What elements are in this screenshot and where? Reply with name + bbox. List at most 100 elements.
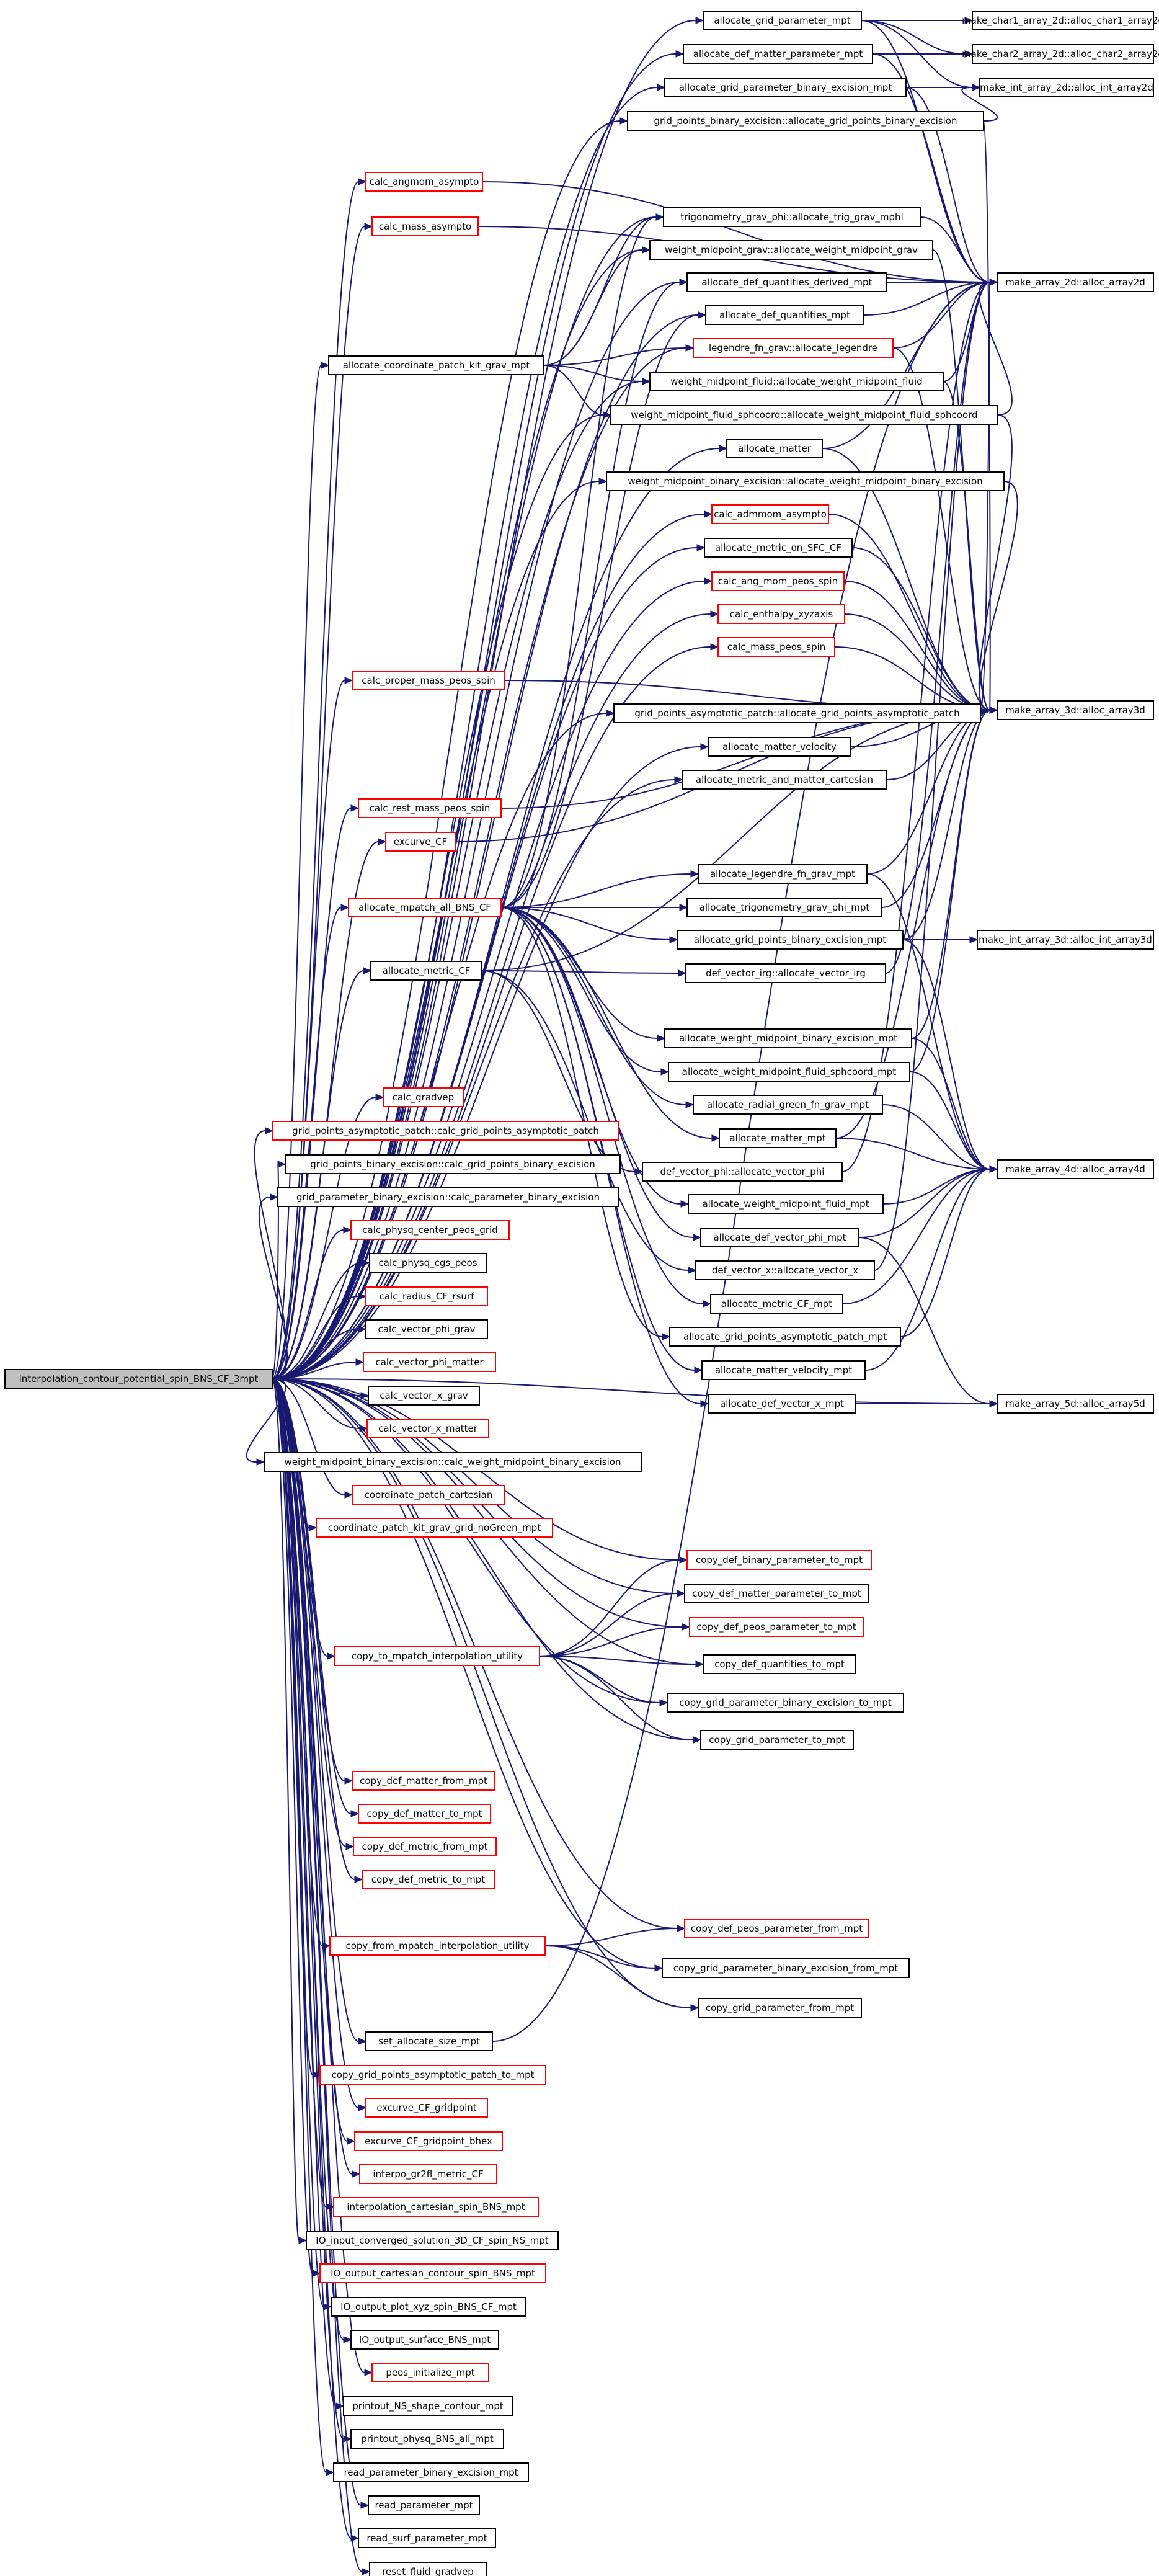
function-node[interactable]: weight_midpoint_fluid_sphcoord::allocate… (610, 405, 998, 425)
function-node[interactable]: excurve_CF_gridpoint (365, 2098, 488, 2118)
function-node[interactable]: allocate_matter_mpt (719, 1128, 837, 1148)
function-node[interactable]: allocate_def_quantities_derived_mpt (686, 272, 887, 292)
function-node[interactable]: grid_points_binary_excision::calc_grid_p… (285, 1154, 621, 1174)
function-node[interactable]: read_surf_parameter_mpt (358, 2528, 496, 2548)
function-node[interactable]: allocate_legendre_fn_grav_mpt (698, 864, 868, 884)
function-node[interactable]: make_char2_array_2d::alloc_char2_array2d (962, 44, 1159, 64)
function-node[interactable]: copy_def_binary_parameter_to_mpt (686, 1550, 872, 1570)
function-node[interactable]: weight_midpoint_fluid::allocate_weight_m… (649, 372, 944, 391)
function-node[interactable]: copy_grid_points_asymptotic_patch_to_mpt (319, 2065, 546, 2085)
function-node[interactable]: calc_proper_mass_peos_spin (352, 671, 505, 690)
function-node[interactable]: allocate_def_vector_x_mpt (708, 1394, 856, 1414)
function-node[interactable]: def_vector_phi::allocate_vector_phi (642, 1162, 843, 1182)
function-node[interactable]: copy_def_matter_from_mpt (352, 1771, 495, 1791)
function-node[interactable]: calc_physq_center_peos_grid (350, 1220, 510, 1240)
function-node[interactable]: interpolation_cartesian_spin_BNS_mpt (333, 2197, 539, 2217)
function-node[interactable]: make_array_4d::alloc_array4d (997, 1159, 1154, 1179)
function-node[interactable]: peos_initialize_mpt (371, 2363, 489, 2382)
function-node[interactable]: calc_enthalpy_xyzaxis (717, 604, 845, 624)
function-node[interactable]: allocate_metric_on_SFC_CF (704, 538, 853, 558)
function-node[interactable]: calc_physq_cgs_peos (369, 1253, 487, 1273)
function-node[interactable]: calc_angmom_asympto (365, 172, 483, 192)
function-node[interactable]: make_char1_array_2d::alloc_char1_array2d (962, 11, 1159, 30)
function-node[interactable]: grid_points_asymptotic_patch::allocate_g… (613, 703, 981, 723)
function-node[interactable]: weight_midpoint_binary_excision::calc_we… (264, 1452, 642, 1472)
function-node[interactable]: copy_grid_parameter_from_mpt (698, 1998, 862, 2018)
function-node[interactable]: copy_grid_parameter_binary_excision_from… (662, 1958, 910, 1978)
function-node[interactable]: copy_def_quantities_to_mpt (703, 1654, 856, 1674)
function-node[interactable]: IO_output_surface_BNS_mpt (350, 2330, 499, 2350)
function-node[interactable]: grid_parameter_binary_excision::calc_par… (277, 1187, 619, 1207)
function-node[interactable]: interpo_gr2fl_metric_CF (359, 2164, 497, 2184)
function-node[interactable]: allocate_weight_midpoint_fluid_mpt (688, 1194, 884, 1214)
function-node[interactable]: legendre_fn_grav::allocate_legendre (693, 338, 894, 358)
function-node[interactable]: copy_def_metric_to_mpt (362, 1870, 495, 1889)
function-node[interactable]: trigonometry_grav_phi::allocate_trig_gra… (663, 207, 921, 227)
function-node[interactable]: copy_to_mpatch_interpolation_utility (334, 1646, 540, 1666)
function-node[interactable]: allocate_grid_parameter_binary_excision_… (664, 78, 907, 97)
function-node[interactable]: calc_admmom_asympto (711, 504, 829, 524)
function-node[interactable]: make_array_5d::alloc_array5d (997, 1394, 1154, 1414)
function-node[interactable]: set_allocate_size_mpt (365, 2031, 493, 2051)
function-node[interactable]: allocate_grid_parameter_mpt (703, 11, 862, 30)
function-node[interactable]: allocate_weight_midpoint_fluid_sphcoord_… (668, 1062, 910, 1082)
function-node[interactable]: def_vector_irg::allocate_vector_irg (685, 963, 886, 983)
function-node[interactable]: copy_grid_parameter_to_mpt (700, 1730, 854, 1750)
function-node[interactable]: copy_def_peos_parameter_to_mpt (689, 1617, 864, 1637)
function-node[interactable]: make_int_array_3d::alloc_int_array3d (977, 930, 1154, 950)
function-node[interactable]: copy_grid_parameter_binary_excision_to_m… (667, 1693, 904, 1713)
function-node[interactable]: copy_def_matter_parameter_to_mpt (684, 1584, 869, 1603)
function-node[interactable]: grid_points_asymptotic_patch::calc_grid_… (272, 1121, 619, 1141)
function-node[interactable]: allocate_matter (726, 439, 823, 458)
function-node[interactable]: coordinate_patch_cartesian (352, 1485, 505, 1505)
function-node[interactable]: calc_mass_asympto (371, 216, 479, 236)
function-node[interactable]: read_parameter_binary_excision_mpt (333, 2462, 529, 2482)
function-node[interactable]: calc_mass_peos_spin (717, 637, 835, 657)
function-node[interactable]: calc_vector_phi_grav (365, 1319, 488, 1339)
function-node[interactable]: excurve_CF_gridpoint_bhex (354, 2131, 503, 2151)
function-node[interactable]: printout_NS_shape_contour_mpt (343, 2396, 513, 2416)
function-node[interactable]: make_array_3d::alloc_array3d (997, 700, 1154, 720)
function-node[interactable]: calc_gradvep (383, 1087, 464, 1107)
function-node[interactable]: copy_def_peos_parameter_from_mpt (684, 1919, 869, 1938)
function-node[interactable]: coordinate_patch_kit_grav_grid_noGreen_m… (316, 1518, 553, 1538)
function-node[interactable]: IO_output_plot_xyz_spin_BNS_CF_mpt (331, 2297, 526, 2317)
function-node[interactable]: calc_radius_CF_rsurf (365, 1286, 488, 1306)
function-node[interactable]: printout_physq_BNS_all_mpt (350, 2429, 504, 2449)
function-node[interactable]: allocate_coordinate_patch_kit_grav_mpt (328, 355, 544, 375)
function-node[interactable]: weight_midpoint_grav::allocate_weight_mi… (649, 240, 933, 260)
function-node[interactable]: grid_points_binary_excision::allocate_gr… (627, 111, 984, 131)
function-node[interactable]: allocate_trigonometry_grav_phi_mpt (686, 898, 882, 917)
function-node[interactable]: IO_output_cartesian_contour_spin_BNS_mpt (319, 2263, 546, 2283)
function-node[interactable]: calc_vector_phi_matter (363, 1352, 496, 1372)
call-edge (482, 181, 998, 286)
function-node[interactable]: copy_def_matter_to_mpt (358, 1804, 491, 1824)
function-node[interactable]: def_vector_x::allocate_vector_x (695, 1260, 875, 1280)
function-node[interactable]: copy_def_metric_from_mpt (353, 1837, 497, 1856)
function-node[interactable]: make_array_2d::alloc_array2d (997, 272, 1154, 292)
function-node[interactable]: IO_input_converged_solution_3D_CF_spin_N… (306, 2231, 559, 2250)
function-node[interactable]: allocate_grid_points_asymptotic_patch_mp… (669, 1327, 901, 1347)
function-node[interactable]: allocate_weight_midpoint_binary_excision… (664, 1028, 912, 1048)
function-node[interactable]: allocate_metric_and_matter_cartesian (682, 770, 887, 790)
function-node[interactable]: allocate_radial_green_fn_grav_mpt (693, 1095, 883, 1115)
function-node[interactable]: reset_fluid_gradvep (369, 2562, 487, 2576)
function-node[interactable]: calc_vector_x_matter (366, 1419, 489, 1438)
function-node[interactable]: allocate_metric_CF_mpt (710, 1294, 843, 1314)
function-node[interactable]: excurve_CF (385, 832, 456, 852)
function-node[interactable]: allocate_matter_velocity (708, 737, 851, 757)
function-node[interactable]: allocate_def_vector_phi_mpt (700, 1228, 859, 1247)
function-node[interactable]: allocate_grid_points_binary_excision_mpt (677, 930, 904, 950)
function-node[interactable]: calc_ang_mom_peos_spin (711, 571, 845, 591)
function-node[interactable]: weight_midpoint_binary_excision::allocat… (606, 471, 1005, 491)
function-node[interactable]: calc_vector_x_grav (368, 1386, 480, 1406)
function-node[interactable]: calc_rest_mass_peos_spin (358, 798, 502, 818)
function-node[interactable]: read_parameter_mpt (368, 2495, 480, 2515)
function-node[interactable]: allocate_mpatch_all_BNS_CF (348, 898, 502, 917)
function-node[interactable]: allocate_metric_CF (370, 961, 482, 981)
function-node[interactable]: allocate_matter_velocity_mpt (701, 1360, 866, 1380)
function-node[interactable]: allocate_def_matter_parameter_mpt (683, 44, 873, 64)
function-node[interactable]: allocate_def_quantities_mpt (705, 305, 864, 325)
function-node[interactable]: copy_from_mpatch_interpolation_utility (329, 1936, 546, 1956)
function-node[interactable]: make_int_array_2d::alloc_int_array2d (979, 78, 1154, 97)
